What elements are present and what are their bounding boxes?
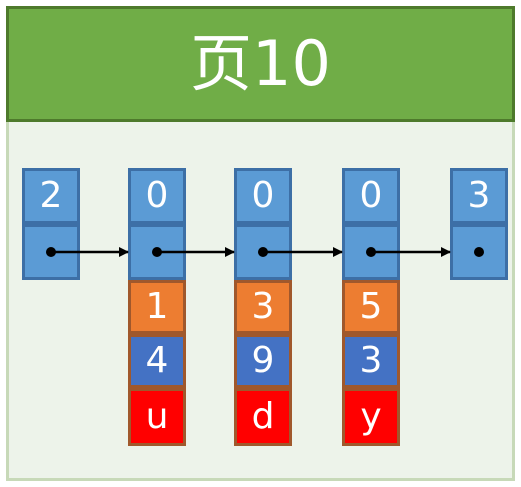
record-2-field-1-value: 3 [251, 286, 275, 327]
record-supremum-header: 3 [450, 168, 508, 224]
record-3-header-value: 0 [359, 175, 383, 216]
record-2-field-2: 9 [234, 334, 292, 388]
record-infimum-header-value: 2 [39, 175, 63, 216]
record-3-field-3: y [342, 388, 400, 446]
record-infimum-header: 2 [22, 168, 80, 224]
record-3-field-3-value: y [360, 396, 382, 437]
record-2-field-1: 3 [234, 280, 292, 334]
record-3-field-2-value: 3 [359, 340, 383, 381]
record-2-field-3-value: d [251, 396, 275, 437]
record-1-field-2-value: 4 [145, 340, 169, 381]
record-2-field-2-value: 9 [251, 340, 275, 381]
record-1-field-3-value: u [145, 396, 169, 437]
record-1-header-value: 0 [145, 175, 169, 216]
record-1-field-3: u [128, 388, 186, 446]
record-supremum-header-value: 3 [467, 175, 491, 216]
record-1-field-1: 1 [128, 280, 186, 334]
page-title: 页10 [190, 27, 331, 100]
record-3-field-2: 3 [342, 334, 400, 388]
record-2-field-3: d [234, 388, 292, 446]
record-2-header-value: 0 [251, 175, 275, 216]
record-2-header: 0 [234, 168, 292, 224]
record-3-field-1: 5 [342, 280, 400, 334]
record-3-header: 0 [342, 168, 400, 224]
record-3-field-1-value: 5 [359, 286, 383, 327]
pointer-dot-supremum [474, 247, 484, 257]
record-1-field-1-value: 1 [145, 286, 169, 327]
record-1-header: 0 [128, 168, 186, 224]
record-1-field-2: 4 [128, 334, 186, 388]
page-header: 页10 [6, 6, 515, 122]
